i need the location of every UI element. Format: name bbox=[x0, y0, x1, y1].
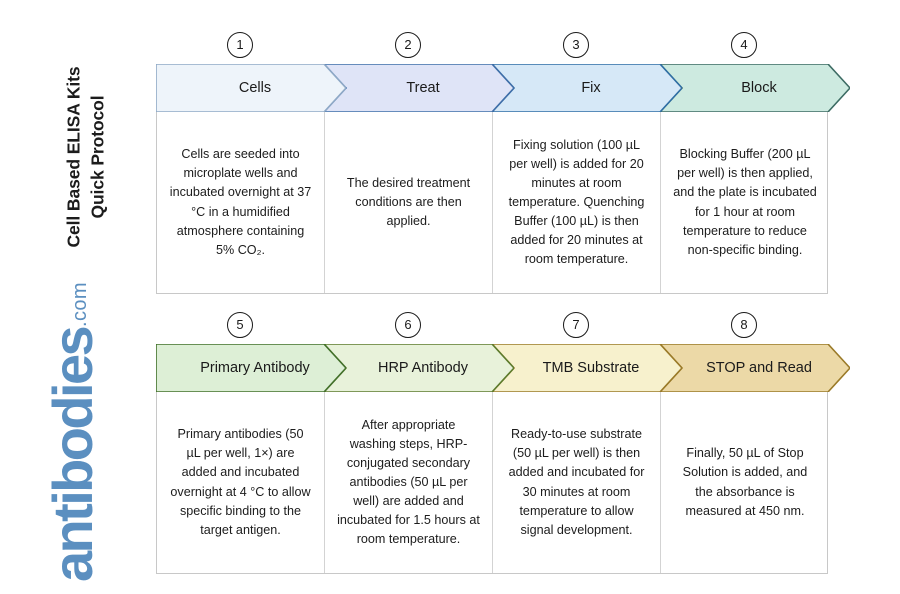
step-chevron-5[interactable]: Primary Antibody bbox=[156, 344, 346, 392]
brand-logo: antibodies .com bbox=[8, 282, 138, 582]
step-description-cell-4: Blocking Buffer (200 µL per well) is the… bbox=[661, 112, 829, 293]
step-chevron-4[interactable]: Block bbox=[660, 64, 850, 112]
step-chevron-label-7: TMB Substrate bbox=[542, 360, 640, 376]
step-chevron-shape-3 bbox=[492, 64, 682, 112]
protocol-row-1: 1 2 3 4 Cells Treat Fix Block Cells are seeded… bbox=[156, 32, 850, 294]
step-chevron-shape-1 bbox=[156, 64, 346, 112]
step-description-cell-5: Primary antibodies (50 µL per well, 1×) … bbox=[157, 392, 325, 573]
step-chevron-6[interactable]: HRP Antibody bbox=[324, 344, 514, 392]
step-chevron-label-6: HRP Antibody bbox=[377, 360, 468, 376]
step-chevron-shape-6 bbox=[324, 344, 514, 392]
step-chevron-label-2: Treat bbox=[406, 80, 440, 96]
step-description-cell-2: The desired treatment conditions are the… bbox=[325, 112, 493, 293]
step-number-marker-5: 5 bbox=[227, 312, 253, 338]
step-chevron-2[interactable]: Treat bbox=[324, 64, 514, 112]
step-description-text-3: Fixing solution (100 µL per well) is add… bbox=[508, 137, 645, 267]
page-title-line-2: Quick Protocol bbox=[87, 95, 107, 219]
body-band-row-2: Primary antibodies (50 µL per well, 1×) … bbox=[156, 392, 828, 574]
step-chevron-shape-7 bbox=[492, 344, 682, 392]
step-chevron-1[interactable]: Cells bbox=[156, 64, 346, 112]
step-number-marker-6: 6 bbox=[395, 312, 421, 338]
page-title: Cell Based ELISA Kits Quick Protocol bbox=[58, 28, 114, 286]
step-description-cell-6: After appropriate washing steps, HRP-con… bbox=[325, 392, 493, 573]
brand-logo-wordmark: antibodies bbox=[40, 327, 104, 582]
step-chevron-8[interactable]: STOP and Read bbox=[660, 344, 850, 392]
step-chevron-7[interactable]: TMB Substrate bbox=[492, 344, 682, 392]
brand-logo-tld: .com bbox=[69, 282, 92, 327]
body-band-row-1: Cells are seeded into microplate wells a… bbox=[156, 112, 828, 294]
step-number-marker-7: 7 bbox=[563, 312, 589, 338]
step-description-text-8: Finally, 50 µL of Stop Solution is added… bbox=[682, 446, 808, 518]
step-chevron-shape-8 bbox=[660, 344, 850, 392]
step-marker-strip-row-1: 1 2 3 4 bbox=[156, 32, 828, 64]
step-description-cell-8: Finally, 50 µL of Stop Solution is added… bbox=[661, 392, 829, 573]
step-chevron-label-4: Block bbox=[741, 80, 777, 96]
step-description-cell-7: Ready-to-use substrate (50 µL per well) … bbox=[493, 392, 661, 573]
step-marker-strip-row-2: 5 6 7 8 bbox=[156, 312, 828, 344]
step-number-marker-2: 2 bbox=[395, 32, 421, 58]
step-chevron-label-1: Cells bbox=[238, 80, 272, 96]
step-chevron-label-3: Fix bbox=[581, 80, 601, 96]
step-number-marker-4: 4 bbox=[731, 32, 757, 58]
step-chevron-shape-4 bbox=[660, 64, 850, 112]
step-description-text-1: Cells are seeded into microplate wells a… bbox=[169, 147, 312, 257]
step-number-marker-8: 8 bbox=[731, 312, 757, 338]
step-number-marker-3: 3 bbox=[563, 32, 589, 58]
step-chevron-label-5: Primary Antibody bbox=[200, 360, 310, 376]
step-description-text-5: Primary antibodies (50 µL per well, 1×) … bbox=[170, 427, 311, 537]
step-description-text-2: The desired treatment conditions are the… bbox=[346, 175, 471, 229]
step-description-cell-3: Fixing solution (100 µL per well) is add… bbox=[493, 112, 661, 293]
step-description-cell-1: Cells are seeded into microplate wells a… bbox=[157, 112, 325, 293]
step-description-text-7: Ready-to-use substrate (50 µL per well) … bbox=[508, 427, 645, 537]
step-number-marker-1: 1 bbox=[227, 32, 253, 58]
step-chevron-3[interactable]: Fix bbox=[492, 64, 682, 112]
step-chevron-label-8: STOP and Read bbox=[706, 360, 812, 376]
step-chevron-shape-2 bbox=[324, 64, 514, 112]
step-description-text-6: After appropriate washing steps, HRP-con… bbox=[337, 417, 480, 547]
chevron-band-row-2: Primary Antibody HRP Antibody TMB Substrat… bbox=[156, 344, 850, 392]
step-description-text-4: Blocking Buffer (200 µL per well) is the… bbox=[673, 147, 817, 257]
protocol-row-2: 5 6 7 8 Primary Antibody HRP Antibody TMB Sub… bbox=[156, 312, 850, 574]
step-chevron-shape-5 bbox=[156, 344, 346, 392]
chevron-band-row-1: Cells Treat Fix Block bbox=[156, 64, 850, 112]
page-title-line-1: Cell Based ELISA Kits bbox=[63, 66, 84, 248]
